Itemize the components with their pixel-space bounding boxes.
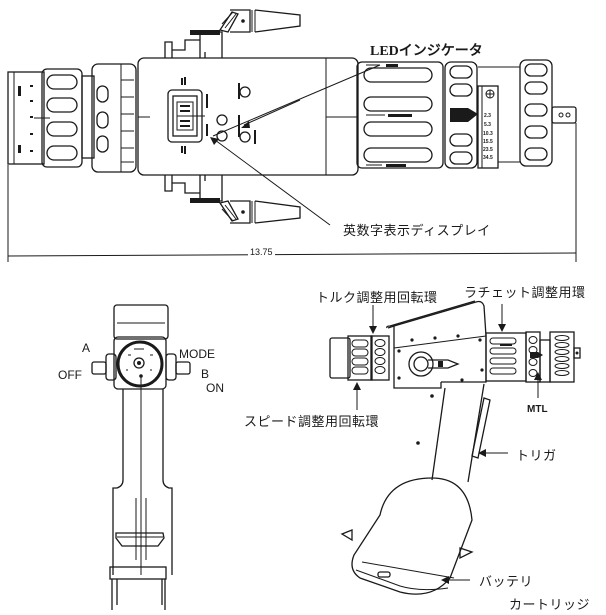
trigger-label: トリガ — [516, 449, 557, 464]
led-torque — [216, 114, 228, 126]
main-housing — [137, 57, 359, 176]
speed-ring-label: スピード調整用回転環 — [244, 415, 380, 430]
led-fault — [239, 131, 251, 143]
alphanumeric-display — [167, 89, 205, 143]
on-switch — [175, 361, 191, 375]
side-mount-bottom — [164, 175, 301, 224]
position-b-label: B — [201, 367, 210, 381]
position-a-label: A — [82, 341, 91, 355]
mtl-label: MTL — [527, 404, 548, 415]
torque-ring-top — [91, 63, 137, 173]
grip — [431, 383, 485, 483]
battery-label-line2: カートリッジ — [509, 598, 591, 613]
led-auto — [216, 130, 228, 142]
battery-label-line1: バッテリ — [479, 575, 534, 590]
callout-arrows — [353, 304, 542, 584]
scale-mark: 2.3 — [484, 113, 491, 119]
led-indicator-label: LEDインジケータ — [370, 44, 483, 59]
scale-mark: 10.3 — [483, 131, 493, 137]
torque-ring-label: トルク調整用回転環 — [316, 291, 438, 306]
torque-ring-side — [370, 335, 390, 381]
mode-selector — [408, 351, 434, 377]
direction-lever — [428, 359, 460, 369]
on-label: ON — [206, 381, 224, 395]
scale-pointer — [450, 108, 478, 122]
battery-cartridge — [351, 477, 473, 595]
motor-section — [356, 61, 444, 169]
led-power — [239, 86, 251, 98]
mtl-scale-strip — [477, 85, 499, 169]
off-switch — [91, 361, 107, 375]
off-label: OFF — [58, 368, 82, 382]
ratchet-ring-label: ラチェット調整用環 — [464, 286, 586, 301]
scale-mark: 23.5 — [483, 147, 493, 153]
dimension-line — [7, 252, 577, 257]
mode-label: MODE — [179, 347, 215, 361]
scale-mark: 15.5 — [483, 139, 493, 145]
scale-mark: 34.5 — [483, 155, 493, 161]
top-view-tool: 2.3 5.3 10.3 15.5 23.5 34.5 — [7, 9, 577, 262]
side-mount-top — [164, 9, 301, 58]
mode-dial — [116, 340, 164, 388]
alphanumeric-display-label: 英数字表示ディスプレイ — [343, 224, 491, 239]
scale-mark: 5.3 — [484, 122, 491, 128]
trigger — [471, 397, 491, 459]
ratchet-ring-top — [444, 61, 478, 169]
side-view-tool — [329, 300, 581, 595]
output-drive — [551, 106, 577, 124]
rear-view-tool — [91, 304, 191, 610]
overall-length-dimension: 13.75 — [248, 247, 275, 257]
speed-ring-side — [347, 335, 373, 381]
